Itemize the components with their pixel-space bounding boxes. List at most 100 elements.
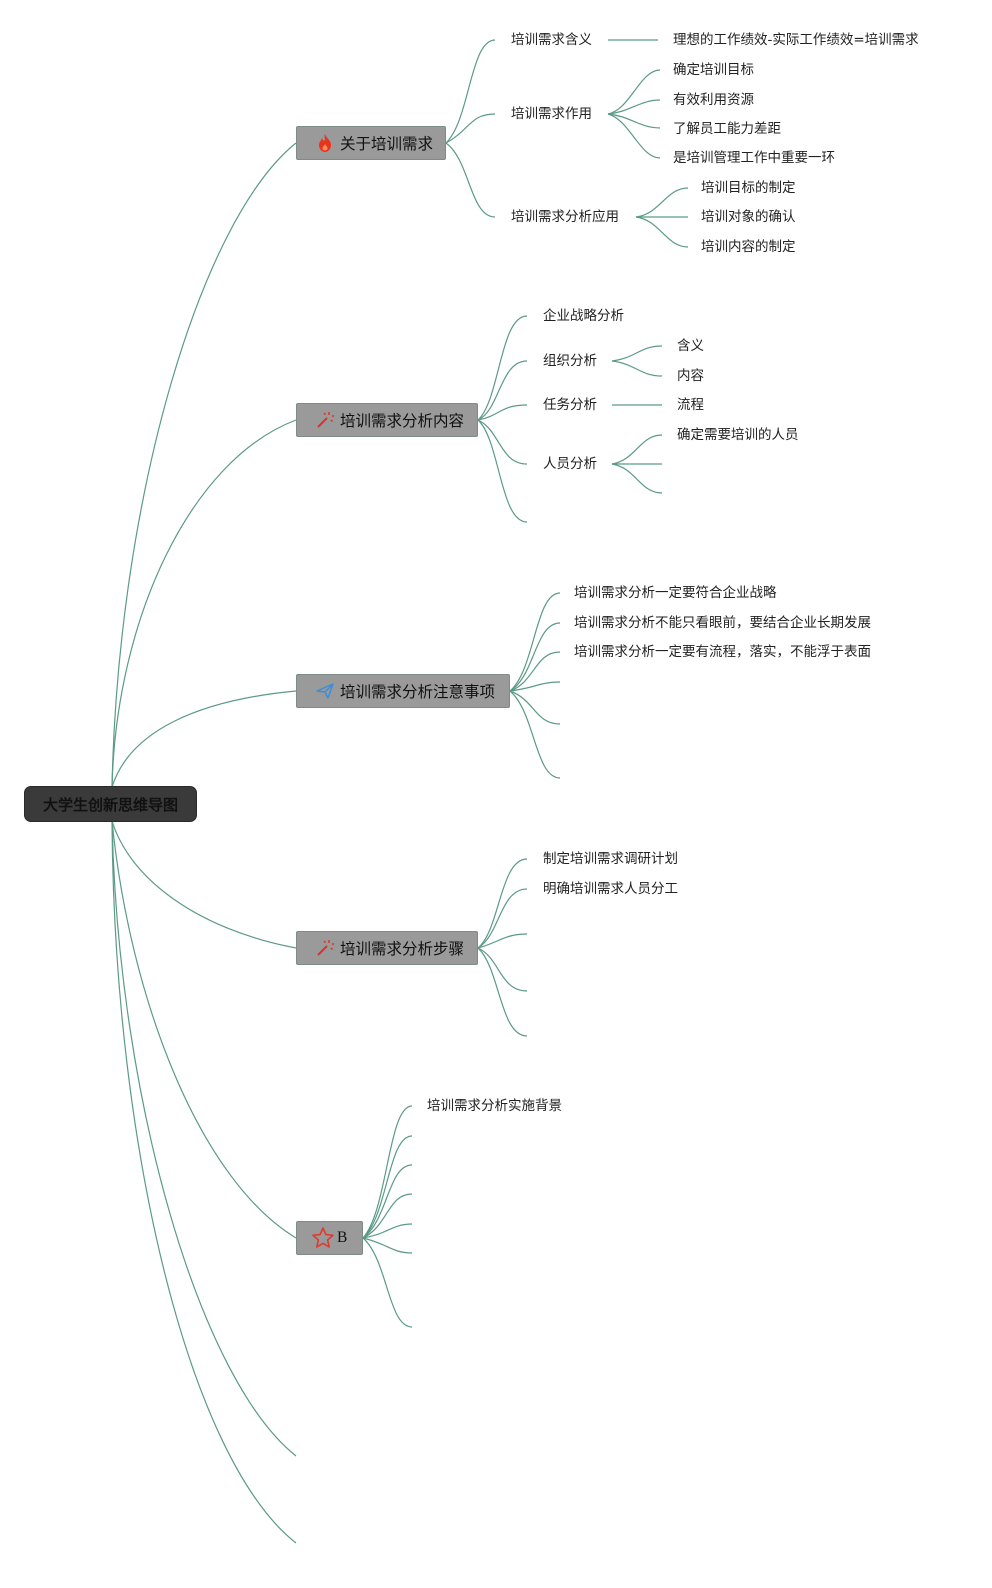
b5-link-7 xyxy=(362,1237,413,1328)
subtopic-label: 任务分析 xyxy=(543,397,597,413)
leaf-label: 培训内容的制定 xyxy=(701,239,796,255)
subtopic[interactable]: 任务分析 xyxy=(543,395,597,415)
leaf-label: 了解员工能力差距 xyxy=(673,121,781,137)
b1-l2-8 xyxy=(635,216,689,248)
subtopic-label: 培训需求分析不能只看眼前，要结合企业长期发展 xyxy=(574,615,871,631)
b2-link-2 xyxy=(477,360,528,421)
subtopic-label: 企业战略分析 xyxy=(543,308,624,324)
root-link-4 xyxy=(111,820,297,949)
leaf-label: 有效利用资源 xyxy=(673,92,754,108)
root-link-6 xyxy=(111,820,297,1457)
leaf-label: 确定培训目标 xyxy=(673,62,754,78)
subtopic[interactable]: 培训需求分析不能只看眼前，要结合企业长期发展 xyxy=(574,613,871,633)
leaf-topic[interactable]: 理想的工作绩效-实际工作绩效=培训需求 xyxy=(673,30,919,50)
topic-label: 培训需求分析步骤 xyxy=(340,940,465,958)
b1-link-3 xyxy=(445,142,496,218)
root-link-7 xyxy=(111,820,297,1544)
leaf-topic[interactable]: 培训目标的制定 xyxy=(701,178,796,198)
subtopic-label: 培训需求含义 xyxy=(511,32,592,48)
subtopic[interactable]: 人员分析 xyxy=(543,454,597,474)
b4-link-1 xyxy=(477,858,528,949)
b5-link-2 xyxy=(362,1135,413,1239)
b4-link-5 xyxy=(477,947,528,1037)
b3-link-4 xyxy=(509,681,561,692)
b1-l2-2 xyxy=(607,69,661,115)
root-link-1 xyxy=(111,142,297,788)
b2-l2-4 xyxy=(611,434,663,465)
root-link-5 xyxy=(111,820,297,1239)
leaf-topic[interactable]: 培训内容的制定 xyxy=(701,237,796,257)
subtopic[interactable]: 培训需求分析应用 xyxy=(511,207,619,227)
topic-label: 培训需求分析注意事项 xyxy=(340,683,496,701)
subtopic[interactable]: 培训需求分析实施背景 xyxy=(427,1096,562,1116)
leaf-label: 确定需要培训的人员 xyxy=(677,427,799,443)
subtopic-label: 培训需求分析应用 xyxy=(511,209,619,225)
root-topic[interactable]: 大学生创新思维导图 xyxy=(25,787,196,821)
b4-link-2 xyxy=(477,888,528,949)
root-link-2 xyxy=(111,419,297,788)
leaf-topic[interactable]: 内容 xyxy=(677,366,704,386)
leaf-topic[interactable]: 确定需要培训的人员 xyxy=(677,425,799,445)
topic-about-training-needs[interactable]: 关于培训需求 xyxy=(296,126,446,160)
subtopic-label: 培训需求分析实施背景 xyxy=(427,1098,562,1114)
topic-analysis-steps[interactable]: 培训需求分析步骤 xyxy=(296,931,478,965)
leaf-topic[interactable]: 了解员工能力差距 xyxy=(673,119,781,139)
subtopic[interactable]: 明确培训需求人员分工 xyxy=(543,879,678,899)
fire-icon xyxy=(319,134,331,152)
b5-link-3 xyxy=(362,1164,413,1239)
topic-label: 关于培训需求 xyxy=(340,135,434,153)
leaf-label: 培训目标的制定 xyxy=(701,180,796,196)
star-icon xyxy=(312,1227,334,1248)
b3-link-3 xyxy=(509,651,561,692)
b2-link-3 xyxy=(477,404,528,421)
b3-link-5 xyxy=(509,690,561,725)
subtopic-label: 培训需求作用 xyxy=(511,106,592,122)
root-topic-label: 大学生创新思维导图 xyxy=(42,795,178,814)
leaf-topic[interactable]: 有效利用资源 xyxy=(673,90,754,110)
leaf-label: 是培训管理工作中重要一环 xyxy=(673,150,835,166)
leaf-label: 理想的工作绩效-实际工作绩效=培训需求 xyxy=(673,32,919,48)
subtopic-label: 培训需求分析一定要有流程，落实，不能浮于表面 xyxy=(574,644,871,660)
leaf-topic[interactable]: 流程 xyxy=(677,395,704,415)
b2-link-1 xyxy=(477,315,528,421)
b1-l2-5 xyxy=(607,113,661,159)
b1-l2-6 xyxy=(635,187,689,218)
b1-l2-3 xyxy=(607,99,661,115)
b3-link-6 xyxy=(509,690,561,779)
subtopic[interactable]: 组织分析 xyxy=(543,351,597,371)
leaf-label: 流程 xyxy=(677,397,704,413)
subtopic-label: 制定培训需求调研计划 xyxy=(543,851,678,867)
b1-link-2 xyxy=(445,113,496,144)
subtopic[interactable]: 培训需求分析一定要符合企业战略 xyxy=(574,583,777,603)
subtopic[interactable]: 培训需求含义 xyxy=(511,30,592,50)
b2-link-4 xyxy=(477,419,528,465)
paper-plane-icon xyxy=(316,683,334,699)
subtopic-label: 人员分析 xyxy=(543,456,597,472)
magic-wand-icon xyxy=(317,412,334,428)
subtopic[interactable]: 培训需求作用 xyxy=(511,104,592,124)
topic-analysis-notes[interactable]: 培训需求分析注意事项 xyxy=(296,674,510,708)
topic-analysis-content[interactable]: 培训需求分析内容 xyxy=(296,403,478,437)
subtopic-label: 培训需求分析一定要符合企业战略 xyxy=(574,585,777,601)
subtopic[interactable]: 制定培训需求调研计划 xyxy=(543,849,678,869)
topic-label: B xyxy=(337,1229,348,1246)
b2-link-5 xyxy=(477,419,528,523)
subtopic-label: 组织分析 xyxy=(543,353,597,369)
leaf-topic[interactable]: 是培训管理工作中重要一环 xyxy=(673,148,835,168)
leaf-topic[interactable]: 含义 xyxy=(677,336,704,356)
leaf-topic[interactable]: 培训对象的确认 xyxy=(701,207,796,227)
topic-label: 培训需求分析内容 xyxy=(340,412,465,430)
b4-link-3 xyxy=(477,933,528,949)
subtopic[interactable]: 企业战略分析 xyxy=(543,306,624,326)
subtopic[interactable]: 培训需求分析一定要有流程，落实，不能浮于表面 xyxy=(574,642,871,662)
magic-wand-icon xyxy=(317,940,334,956)
leaf-label: 内容 xyxy=(677,368,704,384)
b2-l2-6 xyxy=(611,463,663,494)
leaf-label: 含义 xyxy=(677,338,704,354)
b5-link-1 xyxy=(362,1105,413,1239)
b5-link-6 xyxy=(362,1237,413,1254)
topic-b[interactable]: B xyxy=(296,1221,363,1255)
leaf-topic[interactable]: 确定培训目标 xyxy=(673,60,754,80)
subtopic-label: 明确培训需求人员分工 xyxy=(543,881,678,897)
